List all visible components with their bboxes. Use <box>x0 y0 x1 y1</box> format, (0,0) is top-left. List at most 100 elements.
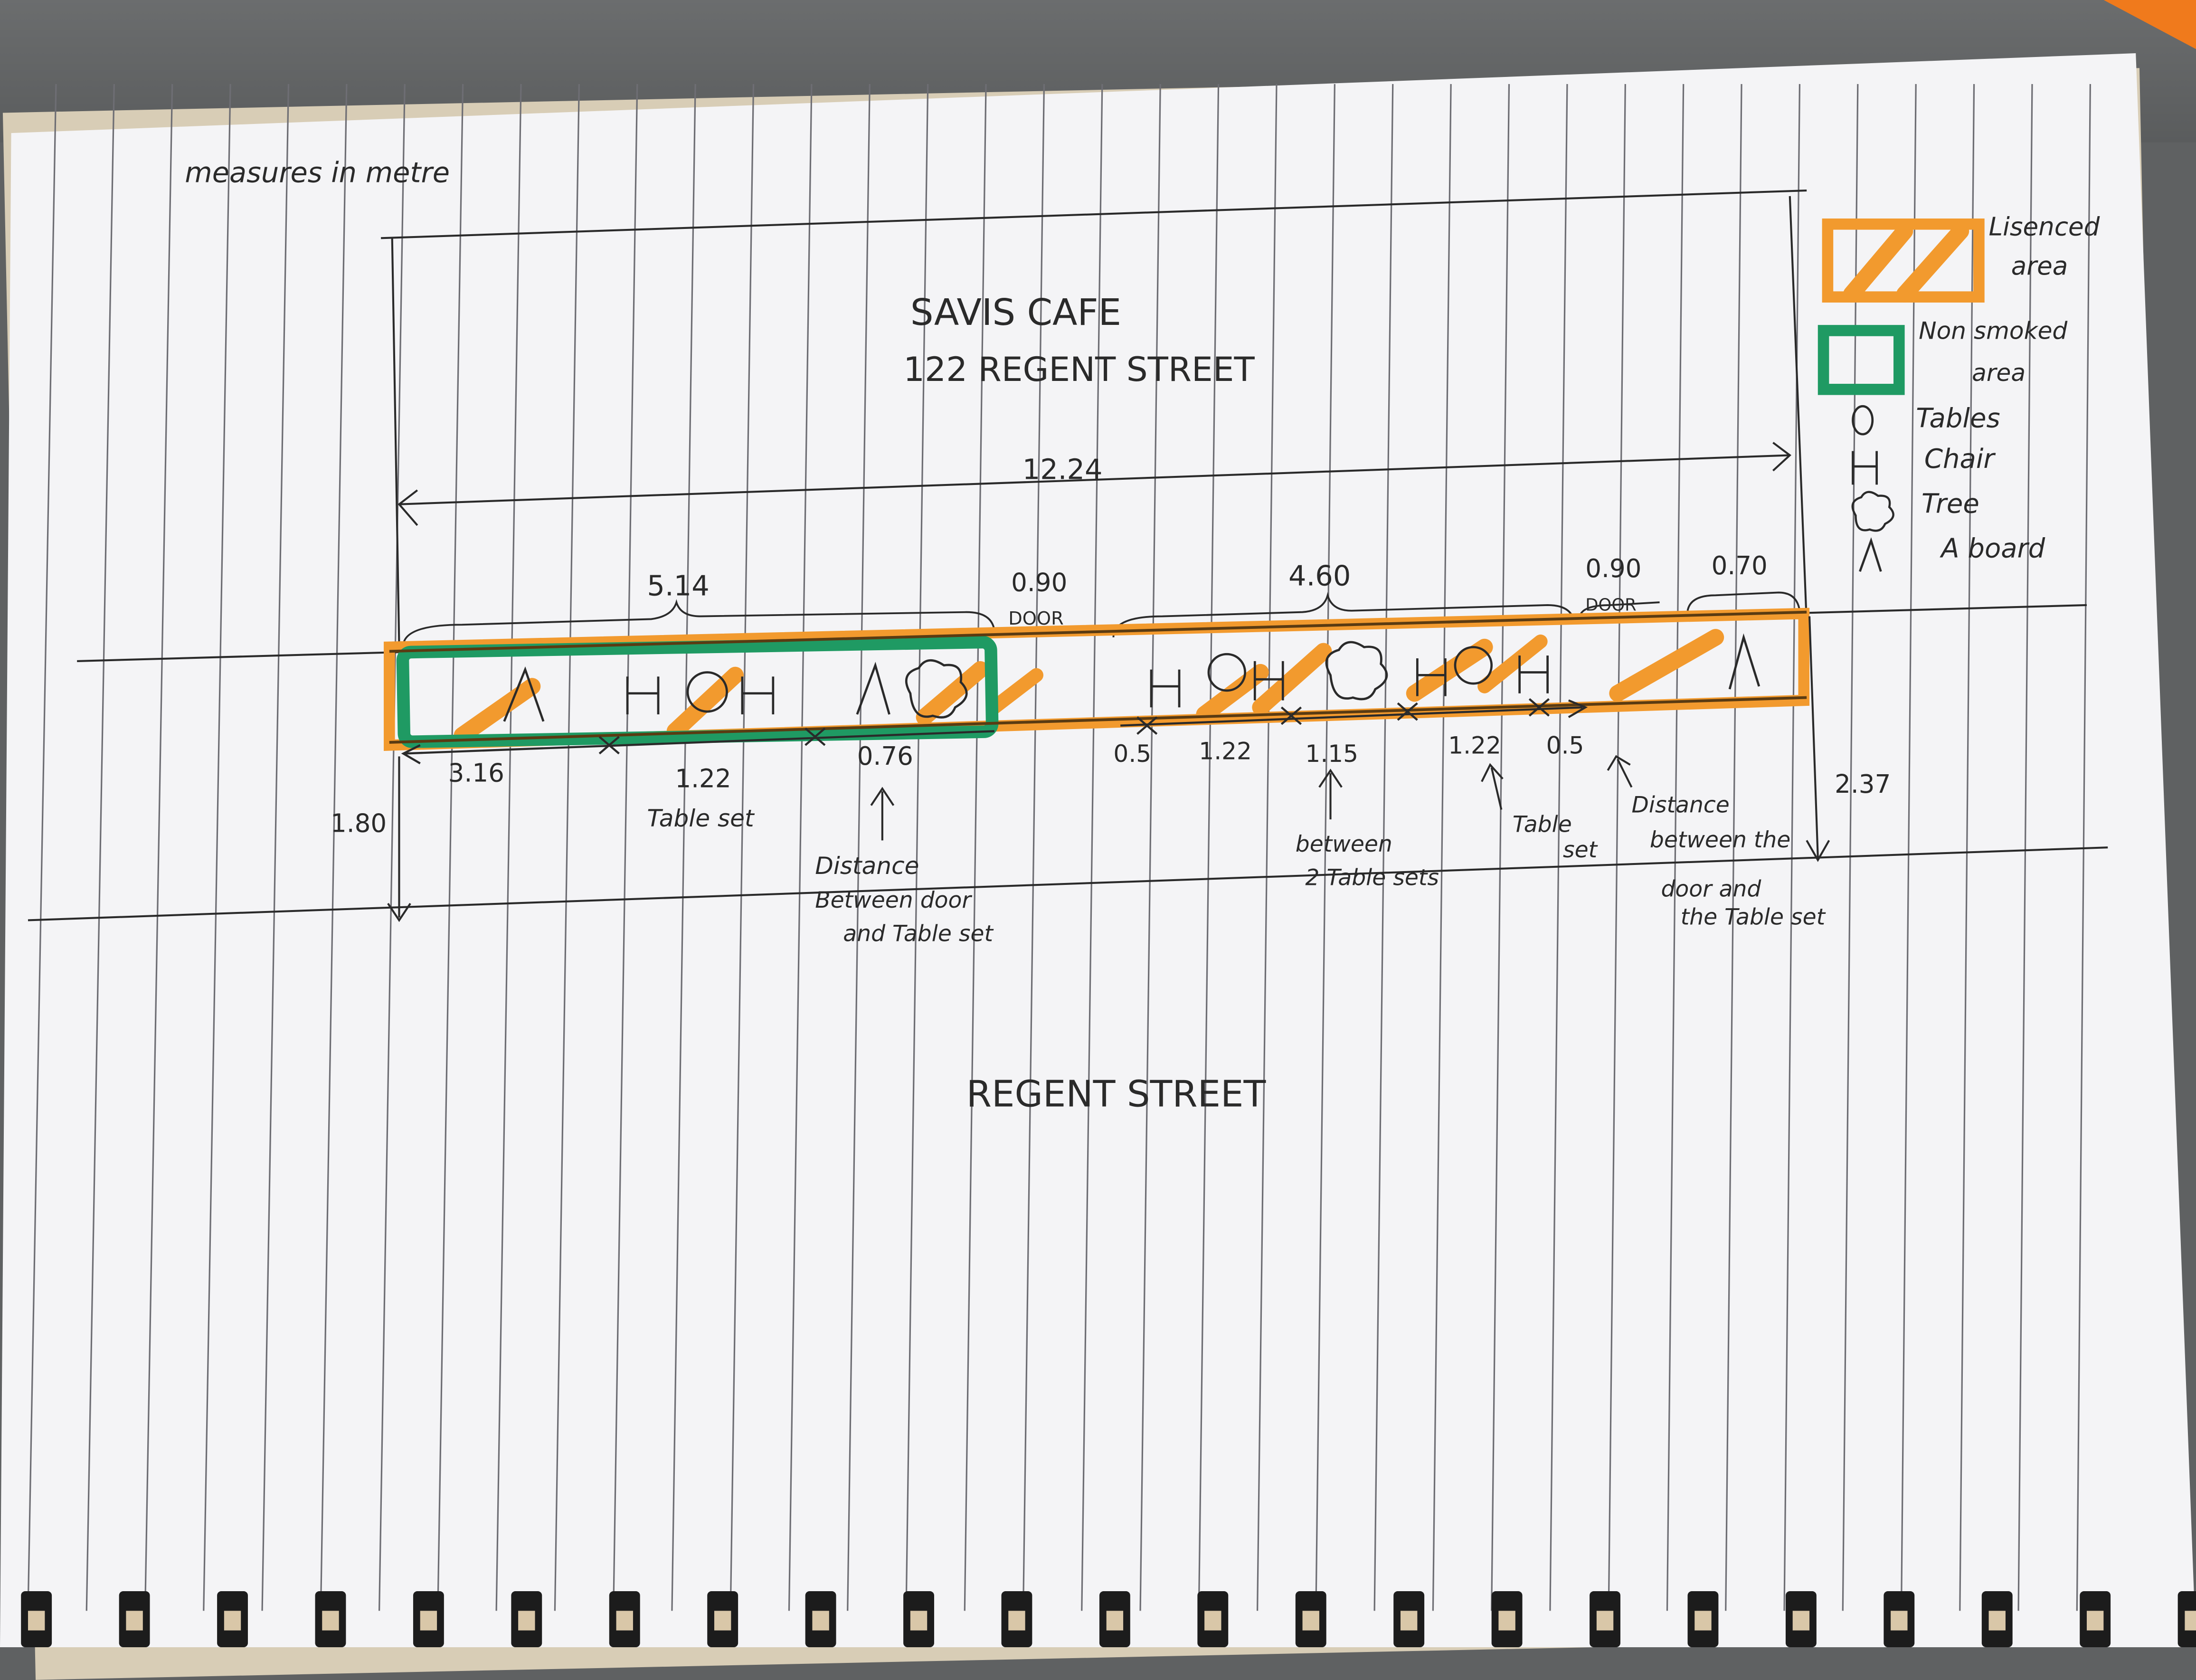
legend-chair-symbol <box>1852 451 1878 485</box>
legend-licensed-label-1: Lisenced <box>1989 212 2100 241</box>
ruled-line <box>378 84 406 1611</box>
ruled-line <box>320 84 348 1611</box>
annotation-table-set-1: Table set <box>647 804 755 832</box>
bottom-measure-7: 1.22 <box>1448 731 1501 759</box>
segment-braces <box>402 591 1801 645</box>
ruled-line <box>1139 84 1161 1611</box>
ruled-line <box>27 84 57 1611</box>
ruled-line <box>1783 84 1801 1611</box>
ruled-line <box>1198 84 1220 1611</box>
overall-width-dimension <box>398 442 1792 526</box>
ruled-line <box>1491 84 1510 1611</box>
legend-licensed-label-2: area <box>2011 251 2068 281</box>
spiral-hole <box>1792 1611 1810 1631</box>
spiral-hole <box>714 1611 731 1631</box>
legend-chair-label: Chair <box>1924 444 1996 475</box>
spiral-hole <box>812 1611 829 1631</box>
bottom-measure-5: 1.22 <box>1199 737 1252 765</box>
legend-tables-label: Tables <box>1916 403 2000 434</box>
bottom-measure-8: 0.5 <box>1546 731 1584 759</box>
segment-sub-4: DOOR <box>1585 596 1637 615</box>
spiral-hole <box>1694 1611 1712 1631</box>
spiral-hole <box>2185 1611 2196 1631</box>
spiral-hole <box>28 1611 45 1631</box>
units-note: measures in metre <box>185 156 450 189</box>
tree-symbol <box>1325 641 1388 701</box>
spiral-hole <box>224 1611 241 1631</box>
ruled-line <box>1256 84 1278 1611</box>
end-offset-dimension <box>1806 616 1830 862</box>
bottom-measure-2: 1.22 <box>675 764 731 793</box>
ruled-line <box>1900 84 1917 1611</box>
segment-label-3: 4.60 <box>1288 560 1351 592</box>
spiral-hole <box>616 1611 633 1631</box>
spiral-hole <box>1988 1611 2006 1631</box>
ruled-line <box>495 84 522 1611</box>
a-board-symbol <box>856 662 890 715</box>
ruled-line <box>847 84 871 1611</box>
spiral-hole <box>322 1611 339 1631</box>
segment-label-2: 0.90 <box>1011 568 1067 597</box>
annotation-table-set-2-line2: set <box>1563 837 1598 863</box>
ruled-line <box>1725 84 1742 1611</box>
end-offset-label: 2.37 <box>1835 769 1891 799</box>
legend-tree-symbol <box>1851 491 1894 532</box>
ruled-line <box>261 84 290 1611</box>
legend-licensed-swatch <box>1822 218 1985 303</box>
annotation-door-dist-2-line1: Distance <box>1632 792 1730 818</box>
annotation-door-dist-1-line1: Distance <box>815 852 919 880</box>
table-set-2 <box>1150 653 1284 708</box>
ruled-line <box>85 84 115 1611</box>
annotation-between-line2: 2 Table sets <box>1305 865 1439 891</box>
spiral-hole <box>420 1611 437 1631</box>
ruled-line <box>788 84 813 1611</box>
ruled-line <box>1842 84 1859 1611</box>
ruled-line <box>554 84 580 1611</box>
ruled-line <box>144 84 173 1611</box>
ruled-line <box>1022 84 1045 1611</box>
annotation-door-dist-2-line4: the Table set <box>1681 904 1826 930</box>
legend-table-symbol <box>1852 405 1874 436</box>
bottom-measure-6: 1.15 <box>1305 740 1358 768</box>
ruled-line <box>964 84 987 1611</box>
spiral-hole <box>1400 1611 1418 1631</box>
licensed-area <box>384 607 1810 751</box>
spiral-hole <box>126 1611 143 1631</box>
spiral-hole <box>1891 1611 1908 1631</box>
table-set-1 <box>626 671 775 714</box>
legend-tree-label: Tree <box>1922 488 1979 519</box>
spiral-hole <box>1008 1611 1025 1631</box>
bottom-measure-4: 0.5 <box>1113 740 1151 768</box>
annotation-door-dist-2-line2: between the <box>1650 827 1790 853</box>
segment-label-1: 5.14 <box>647 569 709 602</box>
bottom-measure-3: 0.76 <box>857 741 913 771</box>
frontage-lines <box>389 610 1807 744</box>
bottom-dimension-line <box>401 698 1588 765</box>
table-set-3 <box>1416 646 1549 696</box>
ruled-line <box>1608 84 1626 1611</box>
segment-label-5: 0.70 <box>1712 551 1768 580</box>
spiral-hole <box>2086 1611 2104 1631</box>
furniture <box>503 633 1761 722</box>
legend-non-smoked-label-1: Non smoked <box>1919 317 2068 345</box>
segment-label-4: 0.90 <box>1585 554 1641 583</box>
tree-symbol <box>905 659 968 719</box>
annotation-between-line1: between <box>1296 831 1392 857</box>
spiral-binding <box>21 1591 2196 1647</box>
annotation-door-dist-1-line3: and Table set <box>843 921 994 947</box>
bottom-measure-1: 3.16 <box>448 759 504 788</box>
site-address: 122 REGENT STREET <box>903 350 1255 389</box>
ruled-line <box>729 84 755 1611</box>
site-name: SAVIS CAFE <box>910 292 1121 334</box>
spiral-hole <box>1204 1611 1221 1631</box>
spiral-hole <box>910 1611 928 1631</box>
annotation-arrow <box>870 755 1633 841</box>
non-smoked-area <box>396 636 999 748</box>
annotation-table-set-2-line1: Table <box>1513 812 1572 838</box>
ruled-line <box>203 84 231 1611</box>
legend-non-smoked-label-2: area <box>1972 359 2026 387</box>
spiral-hole <box>1106 1611 1124 1631</box>
depth-label: 1.80 <box>331 809 387 838</box>
ruled-line <box>2017 84 2033 1611</box>
ruled-line <box>671 84 696 1611</box>
